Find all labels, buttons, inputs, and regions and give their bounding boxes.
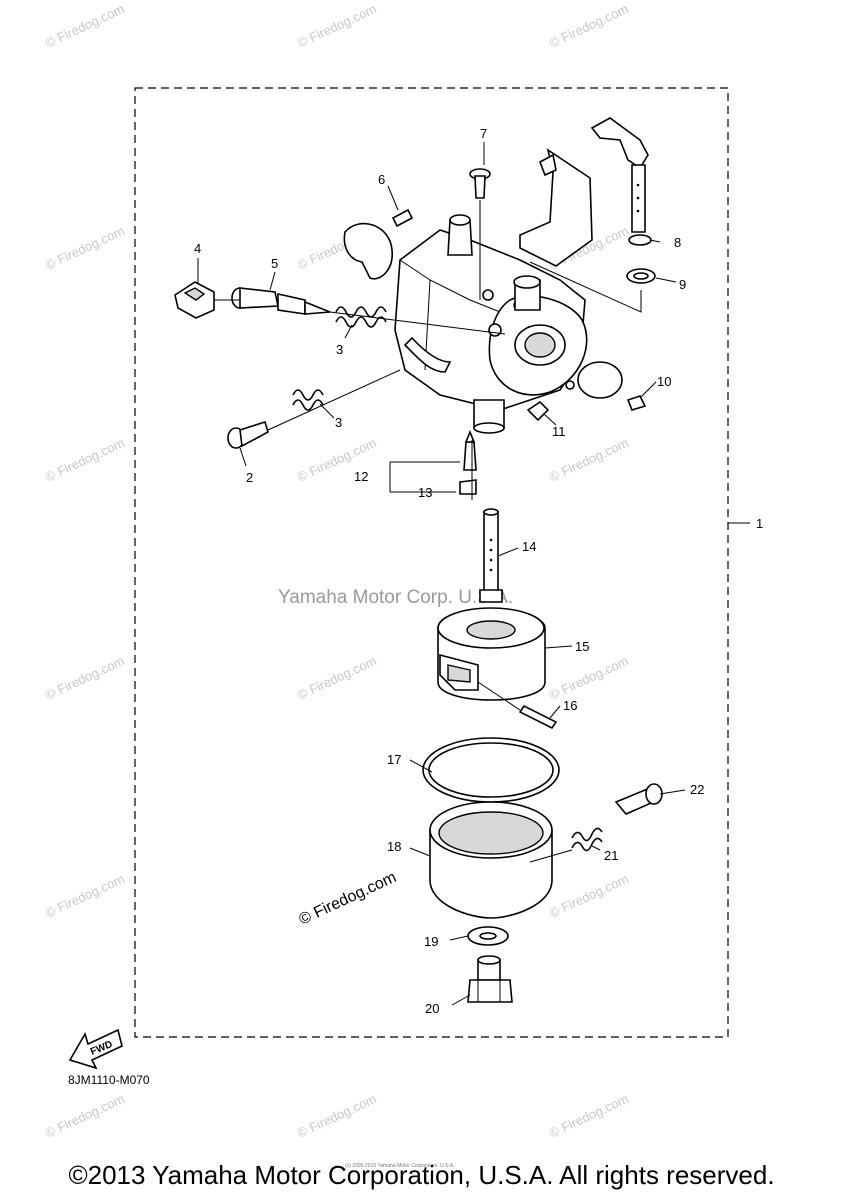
choke-plate [343, 222, 393, 280]
label-part-14: 14 [522, 539, 536, 554]
watermark: © Firedog.com [547, 1091, 631, 1141]
label-part-18: 18 [387, 839, 401, 854]
watermark: © Firedog.com [43, 653, 127, 703]
spring-3-upper [335, 306, 387, 328]
watermark: © Firedog.com [547, 871, 631, 921]
center-watermark: Yamaha Motor Corp. U.S.A. [278, 587, 513, 608]
clip-13 [459, 479, 477, 495]
pin-16 [518, 704, 558, 730]
throttle-shaft [590, 117, 652, 246]
label-part-11: 11 [552, 424, 566, 439]
label-part-3: 3 [335, 415, 342, 430]
watermark: © Firedog.com [43, 223, 127, 273]
label-part-21: 21 [604, 848, 618, 863]
drain-plug-20 [467, 955, 513, 1003]
label-part-16: 16 [563, 698, 577, 713]
needle-valve-12 [463, 429, 477, 471]
drain-screw-22 [614, 783, 663, 815]
label-part-2: 2 [246, 470, 253, 485]
label-part-13: 13 [418, 485, 432, 500]
watermark: © Firedog.com [547, 1, 631, 51]
large-watermark: © Firedog.com [297, 869, 399, 929]
watermark: © Firedog.com [547, 435, 631, 485]
label-part-10: 10 [657, 374, 671, 389]
diagram-code: 8JM1110-M070 [68, 1073, 150, 1087]
carburetor-body [394, 148, 593, 434]
watermark: © Firedog.com [295, 653, 379, 703]
label-part-19: 19 [424, 934, 438, 949]
screw-11 [526, 400, 550, 422]
float-chamber-18 [429, 801, 553, 919]
screw-7 [469, 168, 491, 199]
label-part-6: 6 [378, 172, 385, 187]
watermark: © Firedog.com [43, 435, 127, 485]
label-part-7: 7 [480, 126, 487, 141]
spring-3-lower [292, 389, 324, 411]
copyright-footer: ©2013 Yamaha Motor Corporation, U.S.A. A… [68, 1160, 775, 1190]
throttle-plate-10 [577, 361, 623, 399]
pilot-screw-5 [231, 287, 331, 315]
part-labels: 1 2 3 3 4 5 6 7 8 9 10 11 12 13 14 15 16… [194, 126, 763, 1016]
screw-6 [391, 208, 414, 228]
small-copyright: (c) 2005-2015 Yamaha Motor Corporation, … [345, 1163, 455, 1169]
label-part-1: 1 [756, 516, 763, 531]
label-part-12: 12 [354, 469, 368, 484]
label-part-15: 15 [575, 639, 589, 654]
label-part-9: 9 [679, 277, 686, 292]
label-part-3: 3 [336, 342, 343, 357]
spring-21 [571, 827, 603, 852]
label-part-22: 22 [690, 782, 704, 797]
fwd-arrow-icon: FWD [68, 1028, 123, 1070]
assembly-boundary [134, 87, 729, 1038]
main-nozzle-14 [479, 508, 503, 603]
leader-lines [197, 142, 750, 1006]
watermark: © Firedog.com [43, 1, 127, 51]
watermark: © Firedog.com [295, 1, 379, 51]
float-15 [437, 607, 546, 701]
gasket-17 [422, 737, 560, 803]
screw-2 [227, 420, 269, 449]
watermark: © Firedog.com [295, 1091, 379, 1141]
watermark-grid: © Firedog.com © Firedog.com © Firedog.co… [43, 1, 631, 1141]
watermark: © Firedog.com [547, 653, 631, 703]
watermark: © Firedog.com [43, 1091, 127, 1141]
label-part-5: 5 [271, 256, 278, 271]
washer-19 [467, 926, 509, 946]
watermark: © Firedog.com [43, 871, 127, 921]
pilot-cap-4 [174, 281, 215, 319]
label-part-20: 20 [425, 1001, 439, 1016]
label-part-17: 17 [387, 752, 401, 767]
label-part-8: 8 [674, 235, 681, 250]
label-part-4: 4 [194, 241, 201, 256]
